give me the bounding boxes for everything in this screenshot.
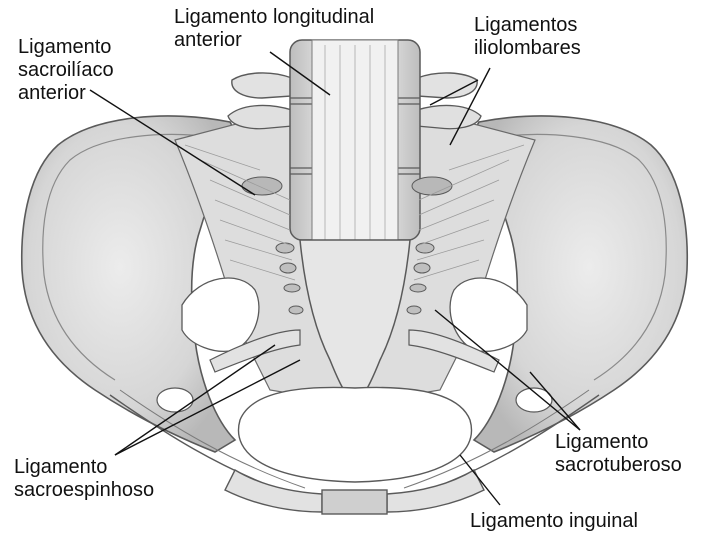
pubic-symphysis bbox=[322, 490, 387, 514]
label-line: Ligamento bbox=[14, 456, 154, 479]
label-line: Ligamento bbox=[555, 431, 682, 454]
label-line: anterior bbox=[18, 82, 114, 105]
label-line: sacroilíaco bbox=[18, 59, 114, 82]
right-sacroiliac-joint bbox=[412, 177, 452, 195]
label-sacrotuberous-ligament: Ligamento sacrotuberoso bbox=[555, 431, 682, 477]
left-transverse-process bbox=[232, 73, 292, 98]
label-anterior-longitudinal-ligament: Ligamento longitudinal anterior bbox=[174, 6, 374, 52]
label-line: sacroespinhoso bbox=[14, 479, 154, 502]
label-line: Ligamento bbox=[18, 36, 114, 59]
left-greater-sciatic-opening bbox=[182, 278, 259, 351]
label-line: Ligamento inguinal bbox=[470, 510, 638, 533]
left-transverse-process-lower bbox=[228, 105, 292, 128]
label-inguinal-ligament: Ligamento inguinal bbox=[470, 510, 638, 533]
right-transverse-process-lower bbox=[417, 105, 481, 128]
label-iliolumbar-ligaments: Ligamentos iliolombares bbox=[474, 14, 581, 60]
pelvic-outlet bbox=[238, 387, 471, 482]
label-line: anterior bbox=[174, 29, 374, 52]
left-sacroiliac-joint bbox=[242, 177, 282, 195]
label-line: iliolombares bbox=[474, 37, 581, 60]
left-acetabulum bbox=[157, 388, 193, 412]
label-sacrospinous-ligament: Ligamento sacroespinhoso bbox=[14, 456, 154, 502]
label-line: Ligamento longitudinal bbox=[174, 6, 374, 29]
label-anterior-sacroiliac-ligament: Ligamento sacroilíaco anterior bbox=[18, 36, 114, 105]
right-greater-sciatic-opening bbox=[450, 278, 527, 351]
label-line: Ligamentos bbox=[474, 14, 581, 37]
label-line: sacrotuberoso bbox=[555, 454, 682, 477]
